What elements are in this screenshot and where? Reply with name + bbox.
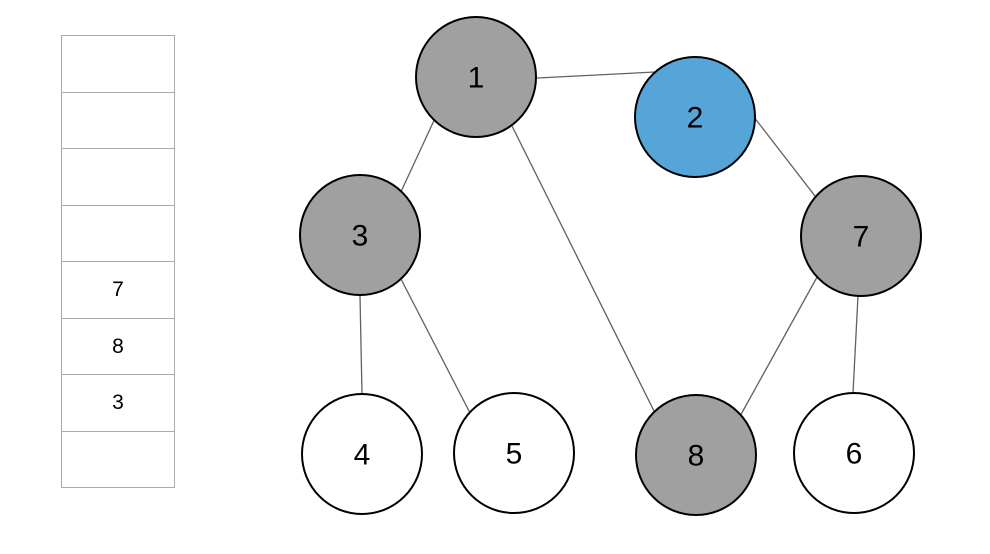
node-circle-5[interactable] [453,392,575,514]
graph-node-7[interactable]: 7 [800,175,922,297]
graph-node-6[interactable]: 6 [793,392,915,514]
node-label-4: 4 [354,439,371,472]
graph-node-1[interactable]: 1 [415,16,537,138]
graph-edge-3-4 [359,287,363,403]
node-label-6: 6 [846,438,863,471]
node-label-8: 8 [688,440,705,473]
graph-edge-7-8 [739,271,821,417]
graph-node-3[interactable]: 3 [299,174,421,296]
graph-node-2[interactable]: 2 [634,56,756,178]
graph-node-8[interactable]: 8 [635,394,757,516]
graph-node-5[interactable]: 5 [453,392,575,514]
stack-cell-2 [61,91,175,149]
stack-cell-4 [61,204,175,262]
graph-edge-3-5 [397,273,474,419]
graph-edge-1-8 [507,118,659,419]
graph-edge-1-2 [529,70,664,80]
stack-cell-1 [61,35,175,93]
node-circle-8[interactable] [635,394,757,516]
node-label-3: 3 [352,220,369,253]
graph-edge-1-3 [395,106,441,204]
graph-node-4[interactable]: 4 [301,393,423,515]
stack-cell-6: 8 [61,317,175,375]
graph-edge-7-6 [851,287,860,402]
node-label-2: 2 [687,102,704,135]
node-circle-1[interactable] [415,16,537,138]
node-circle-6[interactable] [793,392,915,514]
node-circle-7[interactable] [800,175,922,297]
node-circle-3[interactable] [299,174,421,296]
stack-cell-8 [61,430,175,488]
graph-edge-2-7 [751,114,821,203]
node-circle-2[interactable] [634,56,756,178]
node-label-5: 5 [506,438,523,471]
node-label-1: 1 [468,62,485,95]
stack-cell-5: 7 [61,261,175,319]
node-label-7: 7 [853,221,870,254]
node-circle-4[interactable] [301,393,423,515]
